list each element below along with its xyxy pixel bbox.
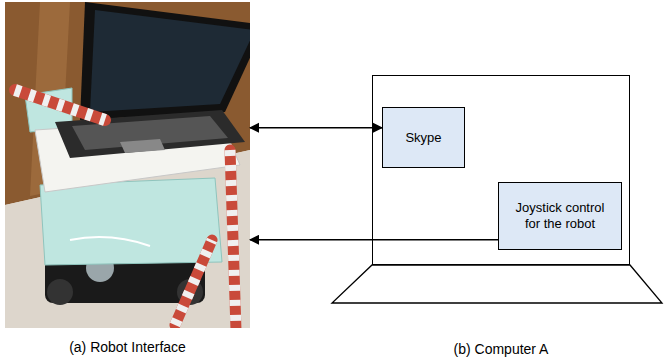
- box-label: Joystick control for the robot: [511, 200, 609, 232]
- photo-panel: (a) Robot Interface: [5, 2, 250, 328]
- arrow-connector: [250, 127, 382, 129]
- box-label: Skype: [405, 130, 441, 146]
- process-box: Joystick control for the robot: [498, 182, 622, 250]
- arm-pattern: [15, 90, 105, 120]
- figure-caption: (b) Computer A: [333, 341, 665, 358]
- touchpad: [120, 139, 165, 153]
- robot-arm: [15, 90, 105, 120]
- figure-caption: (a) Robot Interface: [0, 339, 290, 356]
- robot-photo: [5, 2, 250, 328]
- laptop-lid: [80, 2, 250, 120]
- arm-pattern: [230, 150, 236, 328]
- laptop-keyboard-outline: [332, 265, 662, 303]
- laptop-display: [90, 10, 250, 112]
- robot-arm: [230, 150, 236, 328]
- arm-pattern: [175, 240, 212, 325]
- wheel: [47, 279, 73, 305]
- robot-arm: [175, 240, 212, 325]
- laptop-screen: (b) Computer ASkypeJoystick control for …: [372, 75, 630, 265]
- arrow-connector: [250, 239, 498, 241]
- process-box: Skype: [382, 107, 465, 168]
- cable: [70, 237, 150, 246]
- foam-block: [40, 178, 222, 265]
